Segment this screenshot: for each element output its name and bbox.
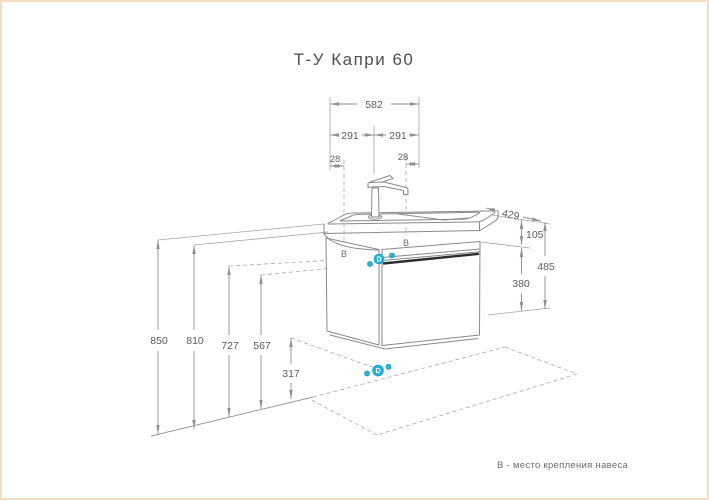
drawer-gap-shadow — [382, 252, 480, 265]
dim-basin-height: 105 — [519, 220, 544, 245]
drain-point-letter: D — [376, 257, 381, 264]
dim-label-582: 582 — [365, 99, 383, 111]
dim-label-105: 105 — [526, 229, 544, 241]
dim-317: 317 — [282, 338, 300, 399]
dim-label-291-right: 291 — [389, 130, 407, 142]
dim-850: 850 — [150, 240, 168, 434]
drawing-title: Т-У Капри 60 — [294, 50, 415, 69]
basin-underside — [323, 233, 380, 251]
dim-label-28-left: 28 — [330, 154, 341, 165]
hanger-labels: В В — [341, 238, 409, 259]
dim-label-850: 850 — [150, 335, 168, 347]
dim-label-317: 317 — [282, 368, 300, 380]
supply-point-icon — [385, 363, 392, 370]
cabinet-front-panel — [381, 241, 481, 346]
vanity-cabinet — [325, 237, 481, 350]
dim-label-429: 429 — [501, 207, 521, 223]
wall-connection-points: D — [367, 252, 395, 267]
cabinet-bottom-edge — [329, 334, 479, 350]
hanger-label-left: В — [341, 249, 347, 259]
dim-cabinet-height: 380 — [512, 248, 530, 311]
supply-point-icon — [389, 252, 395, 259]
dim-label-567: 567 — [253, 340, 271, 352]
dim-overall-height: 485 — [537, 222, 555, 309]
supply-point-icon — [364, 370, 370, 377]
dim-half-widths: 291 291 — [330, 130, 419, 142]
faucet-spout — [367, 181, 409, 195]
dim-label-291-left: 291 — [341, 130, 359, 142]
floor-connection-points: D — [364, 363, 392, 377]
dim-810: 810 — [186, 245, 204, 429]
dim-label-727: 727 — [221, 340, 239, 352]
faucet — [367, 175, 409, 220]
basin-inner-bowl — [339, 211, 481, 222]
legend-note: В - место крепления навеса — [497, 460, 629, 471]
hanger-label-right: В — [403, 238, 409, 248]
dim-depth: 429 — [485, 207, 542, 223]
basin-drain-crease — [397, 213, 469, 221]
dim-label-380: 380 — [512, 278, 530, 290]
supply-point-icon — [367, 261, 373, 267]
dim-727: 727 — [221, 266, 239, 417]
cabinet-side-panel — [325, 237, 380, 346]
floor-outline — [150, 346, 578, 437]
drain-point-letter: D — [375, 368, 380, 375]
dim-label-28-right: 28 — [398, 152, 409, 163]
dim-label-810: 810 — [186, 335, 204, 347]
drain-point-icon — [372, 364, 384, 377]
dim-bracket-offsets: 28 28 — [330, 152, 419, 168]
hidden-lines — [228, 157, 407, 368]
dim-total-width: 582 — [330, 99, 419, 111]
dim-567: 567 — [253, 275, 271, 409]
washbasin — [323, 210, 499, 251]
faucet-body — [371, 187, 380, 218]
drain-point-icon — [373, 253, 385, 265]
dim-label-485: 485 — [537, 261, 555, 273]
